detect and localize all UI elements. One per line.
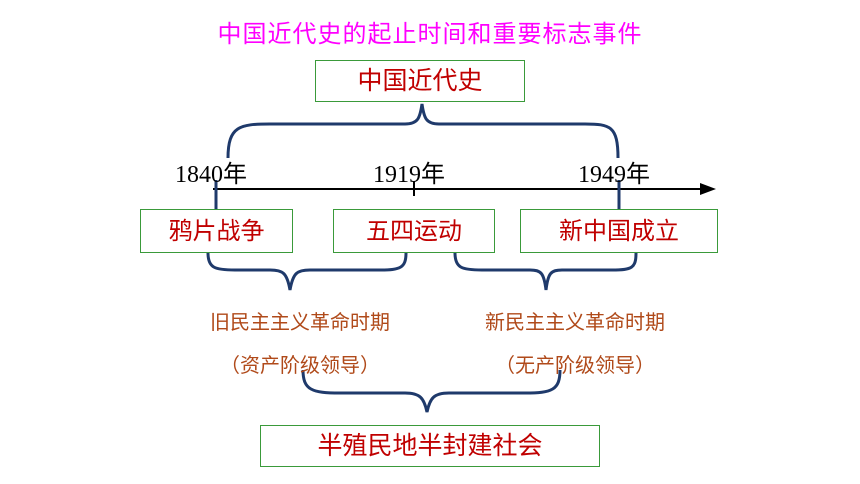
old-democratic-leader-label: （资产阶级领导） — [220, 353, 380, 377]
event-opium-war: 鸦片战争 — [140, 209, 293, 253]
event-may-fourth: 五四运动 — [333, 209, 495, 253]
diagram-title: 中国近代史的起止时间和重要标志事件 — [217, 20, 643, 48]
bottom-brace — [301, 369, 562, 413]
society-box: 半殖民地半封建社会 — [260, 425, 600, 467]
old-democratic-period-label: 旧民主主义革命时期 — [210, 310, 390, 334]
top-brace — [226, 103, 620, 159]
timeline-arrowhead — [700, 183, 716, 195]
year-1840: 1840年 — [175, 162, 247, 188]
right-period-brace — [453, 252, 638, 291]
year-1949: 1949年 — [578, 162, 650, 188]
period-box: 中国近代史 — [315, 60, 525, 102]
new-democratic-period-label: 新民主主义革命时期 — [485, 310, 665, 334]
left-period-brace — [206, 252, 408, 291]
event-prc-founded: 新中国成立 — [520, 209, 718, 253]
new-democratic-leader-label: （无产阶级领导） — [495, 353, 655, 377]
year-1919: 1919年 — [373, 162, 445, 188]
